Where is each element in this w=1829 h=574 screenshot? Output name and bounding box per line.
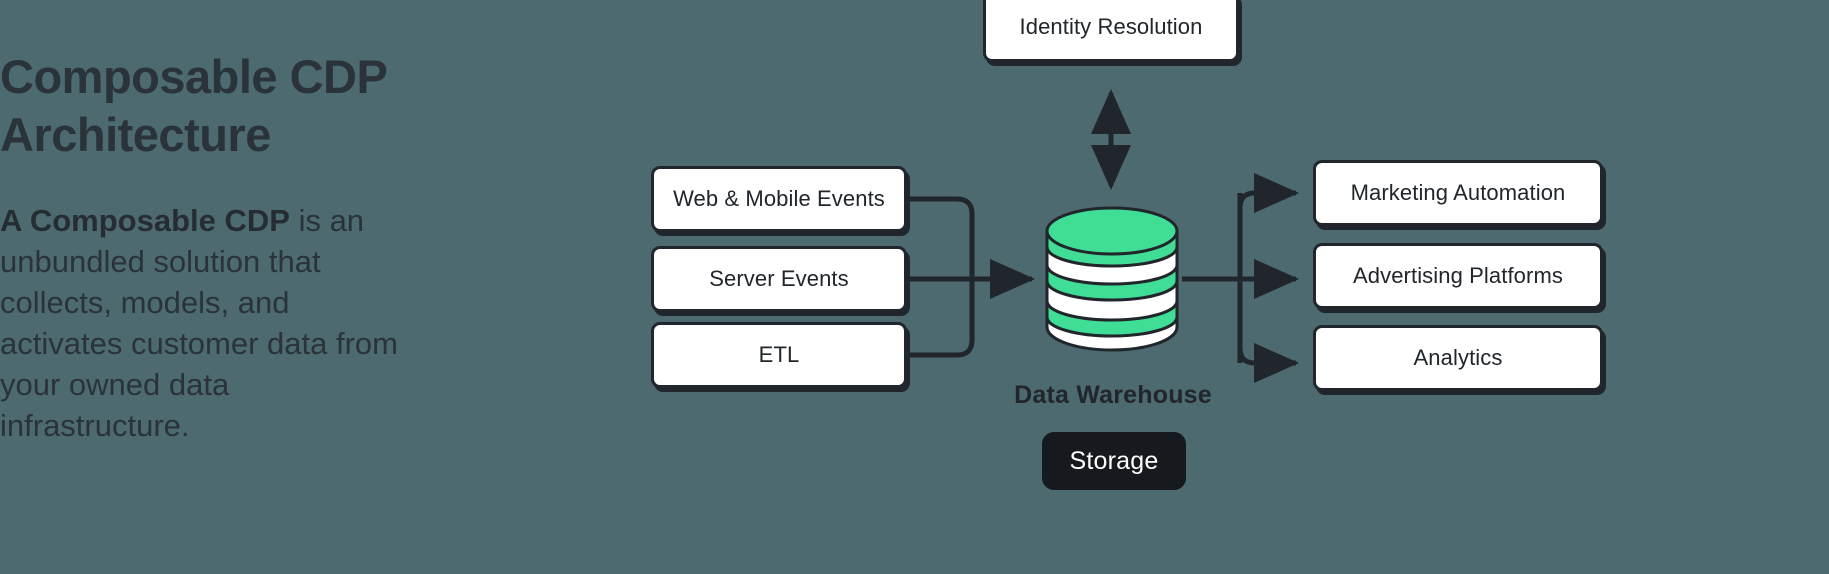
intro-body-text: is an unbundled solution that collects, … bbox=[0, 203, 398, 443]
node-web-mobile-events[interactable]: Web & Mobile Events bbox=[651, 166, 907, 232]
node-marketing-automation-label: Marketing Automation bbox=[1350, 180, 1566, 205]
node-marketing-automation[interactable]: Marketing Automation bbox=[1313, 160, 1603, 226]
wire-to-analytics bbox=[1237, 343, 1300, 383]
storage-badge[interactable]: Storage bbox=[1042, 432, 1186, 490]
intro-text-column: Composable CDP Architecture A Composable… bbox=[0, 48, 430, 446]
wire-etl-to-warehouse bbox=[907, 279, 975, 358]
node-server-events[interactable]: Server Events bbox=[651, 246, 907, 312]
node-etl[interactable]: ETL bbox=[651, 322, 907, 388]
node-server-events-label: Server Events bbox=[709, 266, 849, 291]
wire-to-marketing bbox=[1237, 173, 1300, 213]
node-analytics-label: Analytics bbox=[1413, 345, 1503, 370]
wire-web-to-warehouse bbox=[907, 196, 975, 279]
node-etl-label: ETL bbox=[758, 342, 800, 367]
storage-badge-label: Storage bbox=[1069, 446, 1159, 475]
node-identity-resolution-label: Identity Resolution bbox=[1019, 14, 1203, 39]
intro-lead-term: A Composable CDP bbox=[0, 203, 290, 238]
node-web-mobile-events-label: Web & Mobile Events bbox=[673, 186, 885, 211]
warehouse-label: Data Warehouse bbox=[1014, 381, 1212, 409]
database-cylinder-icon bbox=[1045, 206, 1179, 352]
node-advertising-platforms-label: Advertising Platforms bbox=[1353, 263, 1563, 288]
node-advertising-platforms[interactable]: Advertising Platforms bbox=[1313, 243, 1603, 309]
node-identity-resolution[interactable]: Identity Resolution bbox=[983, 0, 1239, 62]
node-analytics[interactable]: Analytics bbox=[1313, 325, 1603, 391]
page-title: Composable CDP Architecture bbox=[0, 50, 388, 161]
intro-paragraph: A Composable CDP is an unbundled solutio… bbox=[0, 164, 400, 446]
